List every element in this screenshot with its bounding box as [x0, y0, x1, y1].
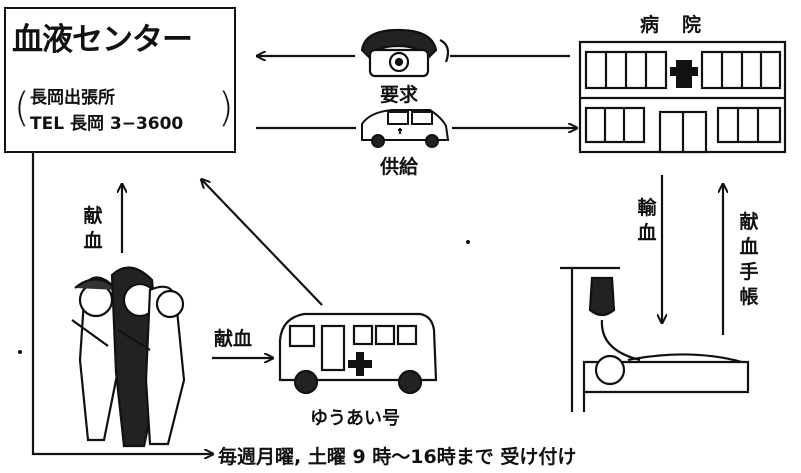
branch-office-label: 長岡出張所 [30, 88, 115, 108]
request-label: 要求 [380, 84, 419, 106]
hospital-building [578, 40, 787, 154]
reception-schedule: 毎週月曜, 土曜 9 時〜16時まで 受け付け [218, 446, 577, 468]
donation-label-bus: 献血 [214, 328, 253, 350]
blood-center-title: 血液センター [12, 22, 193, 58]
bus-to-center-arrow [202, 180, 323, 306]
transfusion-label: 輸血 [637, 197, 657, 244]
donation-label-center: 献血 [83, 205, 103, 252]
telephone-icon [360, 28, 450, 78]
contact-bracket-right: ) [218, 85, 234, 131]
donor-card-label: 献血手帳 [739, 211, 759, 308]
footer-flow-line [31, 153, 212, 454]
blood-center-contact: 長岡出張所 TEL 長岡 3−3600 [30, 85, 183, 137]
bus-name-label: ゆうあい号 [310, 408, 400, 429]
blood-center-box [4, 7, 236, 153]
patient-transfusion [560, 266, 750, 412]
supply-label: 供給 [380, 156, 419, 178]
contact-bracket-left: ( [14, 85, 30, 131]
delivery-car-icon [361, 109, 450, 148]
hospital-label: 病 院 [640, 14, 704, 36]
telephone-number: TEL 長岡 3−3600 [30, 114, 184, 134]
donation-bus [278, 312, 438, 395]
donor-group [71, 266, 186, 448]
